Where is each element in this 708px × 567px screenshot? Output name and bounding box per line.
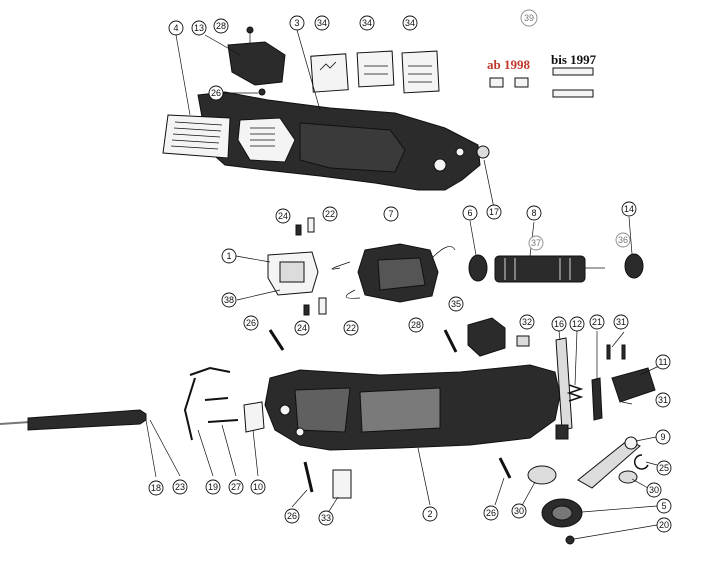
callout-36: 36	[618, 235, 628, 245]
callout-2: 2	[427, 509, 432, 519]
stator-part	[331, 243, 456, 303]
gear-part	[541, 498, 583, 528]
callout-24-top: 24	[278, 211, 288, 221]
callout-37: 37	[531, 238, 541, 248]
version-old-label: bis 1997	[551, 52, 597, 67]
rear-bearing-part	[624, 253, 644, 279]
callout-11: 11	[658, 357, 667, 367]
callout-21: 21	[592, 317, 602, 327]
callout-13: 13	[194, 23, 204, 33]
callout-22-top: 22	[325, 209, 335, 219]
callout-28-mid: 28	[411, 320, 421, 330]
callout-25: 25	[659, 463, 669, 473]
washer-30-left-part	[527, 465, 557, 485]
small-parts-22-24	[295, 217, 327, 316]
hanger-part	[183, 366, 231, 441]
callout-7: 7	[388, 209, 393, 219]
sticker-parts	[310, 50, 440, 94]
callout-10: 10	[253, 482, 263, 492]
leader-lines	[145, 29, 660, 540]
callout-9: 9	[660, 432, 665, 442]
vent-grille-part	[162, 114, 231, 159]
callout-27: 27	[231, 482, 241, 492]
callout-30-right: 30	[649, 485, 659, 495]
callout-26-bottom-right: 26	[486, 508, 496, 518]
callout-33: 33	[321, 513, 331, 523]
callout-26-top: 26	[211, 88, 221, 98]
lever-part	[577, 436, 641, 489]
pin-20-part	[565, 535, 575, 545]
button-part	[476, 145, 490, 159]
callout-4: 4	[173, 23, 178, 33]
callout-24-mid: 24	[297, 323, 307, 333]
callout-1: 1	[226, 251, 231, 261]
switch-slider-parts	[555, 337, 603, 440]
cord-part	[0, 409, 147, 431]
callout-14: 14	[624, 204, 634, 214]
callout-16: 16	[554, 319, 564, 329]
callout-5: 5	[661, 501, 666, 511]
callout-8: 8	[531, 208, 536, 218]
callout-34-b: 34	[362, 18, 372, 28]
callout-12: 12	[572, 319, 582, 329]
callouts: 4 13 28 3 34 34 34 39 26 17 24 22 7 6 8 …	[148, 9, 672, 533]
callout-34-c: 34	[405, 18, 415, 28]
lower-housing-part	[264, 364, 561, 451]
callout-39: 39	[524, 13, 534, 23]
callout-26-bottom-left: 26	[287, 511, 297, 521]
callout-32: 32	[522, 317, 532, 327]
callout-20: 20	[659, 520, 669, 530]
screw-31-part-2	[621, 344, 626, 360]
callout-35: 35	[451, 299, 461, 309]
callout-18: 18	[151, 483, 161, 493]
carbon-brush-parts	[489, 67, 594, 98]
callout-19: 19	[208, 482, 218, 492]
callout-31-right: 31	[658, 395, 668, 405]
callout-23: 23	[175, 482, 185, 492]
armature-part	[494, 255, 605, 283]
version-new-label: ab 1998	[487, 57, 530, 72]
top-cover-part	[197, 91, 481, 191]
brush-holder-part	[467, 317, 530, 357]
rating-label-part	[332, 469, 352, 499]
washer-30-part	[618, 470, 638, 484]
cover-plate-part	[611, 367, 656, 403]
callout-34-a: 34	[317, 18, 327, 28]
callout-28-top: 28	[216, 21, 226, 31]
callout-31-top: 31	[616, 317, 626, 327]
cord-clamp-parts	[204, 397, 265, 433]
circlip-part	[633, 454, 649, 470]
bearing-part	[468, 254, 488, 282]
callout-17: 17	[489, 207, 499, 217]
screw-31-part	[606, 344, 611, 360]
callout-6: 6	[467, 208, 472, 218]
callout-38: 38	[224, 295, 234, 305]
callout-30-left: 30	[514, 506, 524, 516]
callout-22-mid: 22	[346, 323, 356, 333]
switch-frame-part	[267, 251, 319, 296]
callout-26-mid: 26	[246, 318, 256, 328]
pad-plate-part	[227, 26, 286, 96]
callout-3: 3	[294, 18, 299, 28]
